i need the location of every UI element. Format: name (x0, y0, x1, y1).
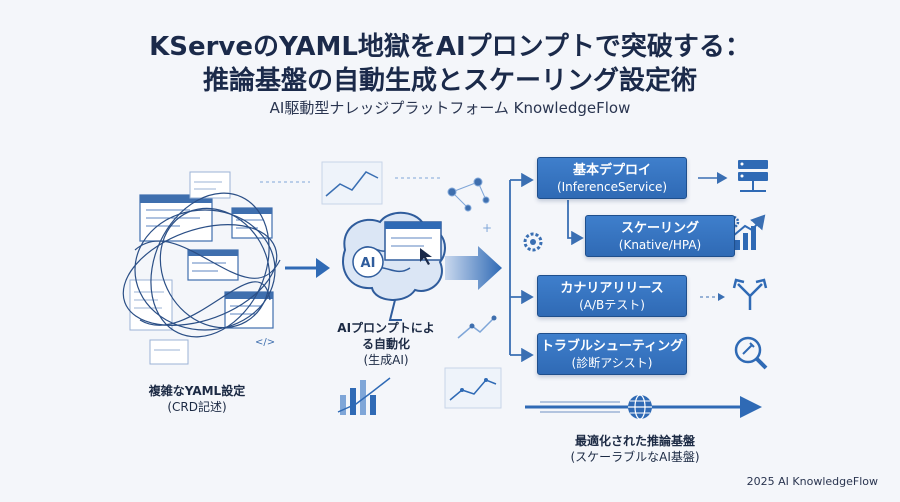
page-subtitle: AI駆動型ナレッジプラットフォーム KnowledgeFlow (269, 99, 631, 117)
yaml-window-1 (139, 194, 213, 242)
box-canary-release: カナリアリリース (A/Bテスト) (537, 275, 687, 317)
box-troubleshooting: トラブルシューティング (診断アシスト) (537, 333, 687, 375)
line-chart-deco-top (321, 161, 383, 205)
box-troubleshooting-sub: (診断アシスト) (571, 356, 653, 370)
result-label-main: 最適化された推論基盤 (574, 434, 695, 448)
split-arrow-icon (732, 278, 768, 310)
box-basic-deploy-sub: (InferenceService) (556, 180, 668, 194)
box-troubleshooting-title: トラブルシューティング (540, 339, 684, 354)
brain-ai-text: AI (361, 256, 376, 271)
network-node-deco (447, 177, 490, 212)
ai-label-sub: (生成AI) (363, 353, 409, 367)
magnifier-wrench-icon (734, 336, 768, 370)
box-scaling: スケーリング (Knative/HPA) (585, 215, 735, 257)
box-scaling-title: スケーリング (620, 221, 699, 236)
globe-icon (628, 394, 652, 420)
result-label-sub: (スケーラブルなAI基盤) (570, 450, 700, 464)
tangled-lines (122, 192, 281, 338)
bar-chart-deco-bottom (337, 377, 391, 415)
ai-label: AIプロンプトによ る自動化 (生成AI) (316, 320, 456, 368)
yaml-label: 複雑なYAML設定 (CRD記述) (122, 383, 272, 415)
plus-deco: + (482, 221, 492, 235)
server-icon (738, 160, 768, 192)
ai-brain-illustration: AI (342, 211, 446, 321)
title-line-1: KServeのYAML地獄をAIプロンプトで突破する： (149, 32, 751, 62)
branch-bracket (509, 172, 584, 363)
line-chart-deco-mid (457, 315, 497, 339)
box-canary-release-title: カナリアリリース (560, 281, 664, 296)
yaml-window-2 (231, 207, 273, 239)
ai-label-line2: る自動化 (361, 337, 410, 351)
yaml-window-7 (149, 339, 189, 365)
yaml-tangle-illustration: </> (122, 171, 281, 365)
yaml-label-main: 複雑なYAML設定 (148, 384, 246, 398)
box-basic-deploy: 基本デプロイ (InferenceService) (537, 157, 687, 199)
arrow-center-to-right (445, 246, 502, 290)
yaml-window-4 (187, 249, 239, 281)
box-basic-deploy-title: 基本デプロイ (572, 163, 651, 178)
line-chart-deco-bottom (444, 367, 502, 409)
box-canary-release-sub: (A/Bテスト) (579, 298, 645, 312)
yaml-label-sub: (CRD記述) (167, 400, 227, 414)
footer-copyright: 2025 AI KnowledgeFlow (746, 475, 878, 488)
gear-icon (523, 232, 543, 252)
yaml-window-3 (189, 171, 231, 199)
page-title: KServeのYAML地獄をAIプロンプトで突破する： 推論基盤の自動生成とスケ… (0, 30, 900, 98)
title-line-2: 推論基盤の自動生成とスケーリング設定術 (202, 66, 697, 96)
result-label: 最適化された推論基盤 (スケーラブルなAI基盤) (545, 433, 725, 465)
arrow-left-to-center-head (316, 258, 330, 278)
code-tag-icon: </> (255, 337, 275, 348)
ai-label-line1: AIプロンプトによ (337, 321, 435, 335)
box-scaling-sub: (Knative/HPA) (618, 238, 702, 252)
cursor-icon (420, 248, 432, 265)
